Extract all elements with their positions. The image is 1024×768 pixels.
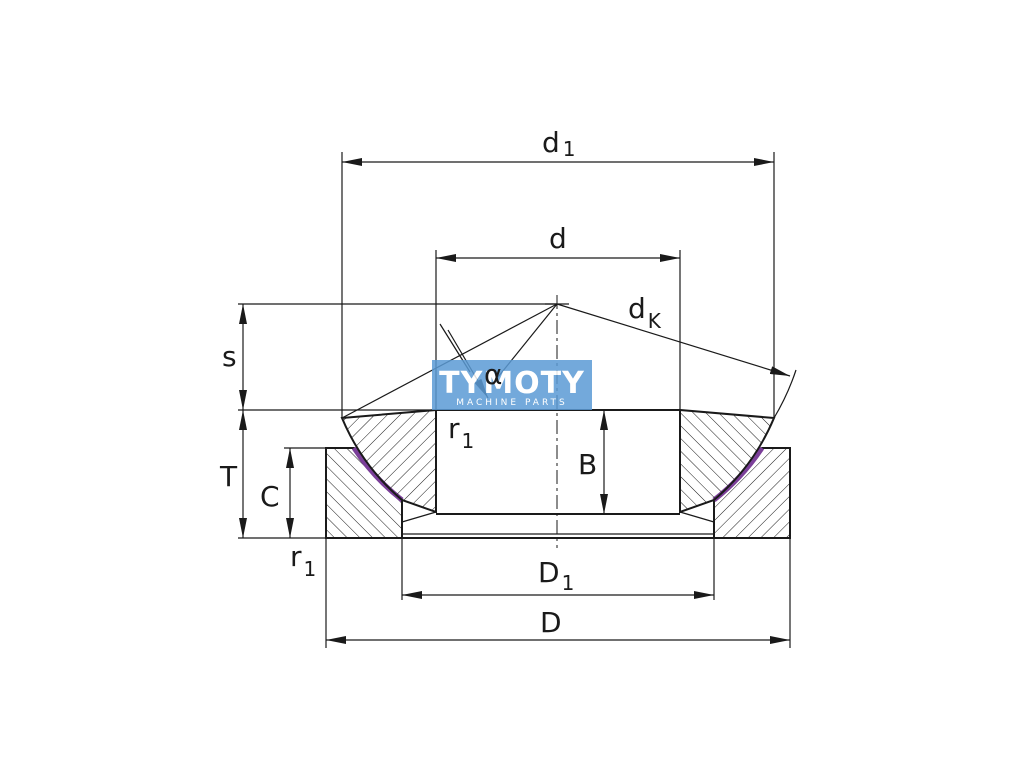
shaft-washer-right-section (679, 408, 776, 514)
dimension-lines (239, 158, 791, 644)
label-T: T (219, 460, 238, 493)
label-s: s (222, 340, 237, 373)
label-alpha: α (484, 358, 502, 391)
label-D: D (540, 606, 562, 639)
shaft-washer-left-section (340, 408, 437, 514)
watermark-logo: TYMOTY MACHINE PARTS (432, 360, 592, 410)
svg-text:MACHINE PARTS: MACHINE PARTS (456, 398, 568, 408)
label-B: B (578, 448, 597, 481)
label-C: C (260, 480, 280, 513)
svg-text:TYMOTY: TYMOTY (439, 366, 585, 401)
label-d: d (549, 222, 567, 255)
housing-washer (325, 446, 791, 539)
dim-line-dk (556, 303, 791, 377)
shaft-washer (340, 408, 776, 523)
